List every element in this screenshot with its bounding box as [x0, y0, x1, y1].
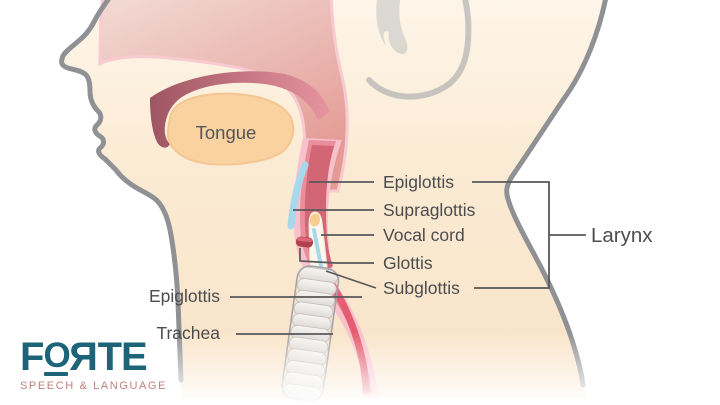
vocal-cord-strip [312, 228, 323, 268]
face-profile-outline [59, 0, 184, 383]
tongue-label: Tongue [196, 122, 257, 143]
glottis-label: Glottis [383, 253, 433, 273]
forte-logo: FORTE SPEECH & LANGUAGE [20, 335, 220, 392]
nasal-cavity-shape [98, 0, 349, 193]
logo-letter-r: R [69, 335, 98, 379]
epiglottis-left-label: Epiglottis [149, 286, 220, 306]
logo-letter-o: O [43, 336, 71, 376]
vocal-cord-tip-shape [309, 213, 321, 227]
tongue-shape [166, 92, 295, 166]
ear-inner-shape [376, 0, 408, 55]
larynx-group-label: Larynx [591, 224, 653, 247]
vocal-cord-label: Vocal cord [383, 225, 465, 245]
bottom-fade [0, 332, 720, 405]
forte-wordmark: FORTE [20, 335, 220, 379]
logo-letter-f: F [20, 335, 44, 379]
logo-tagline: SPEECH & LANGUAGE [20, 380, 168, 392]
supraglottis-label: Supraglottis [383, 200, 476, 220]
glottis-highlight [297, 236, 313, 243]
glottis-leader-line [299, 248, 374, 264]
palate-shape [150, 71, 330, 148]
logo-letter-t: T [97, 335, 122, 379]
subglottis-label: Subglottis [383, 278, 460, 298]
trachea-label: Trachea [156, 323, 220, 343]
epiglottis-label: Epiglottis [383, 172, 454, 192]
logo-letter-e: E [121, 335, 148, 379]
subglottis-leader-line [325, 270, 377, 289]
epiglottis-shape [287, 161, 309, 230]
ear-outline [366, 0, 472, 100]
